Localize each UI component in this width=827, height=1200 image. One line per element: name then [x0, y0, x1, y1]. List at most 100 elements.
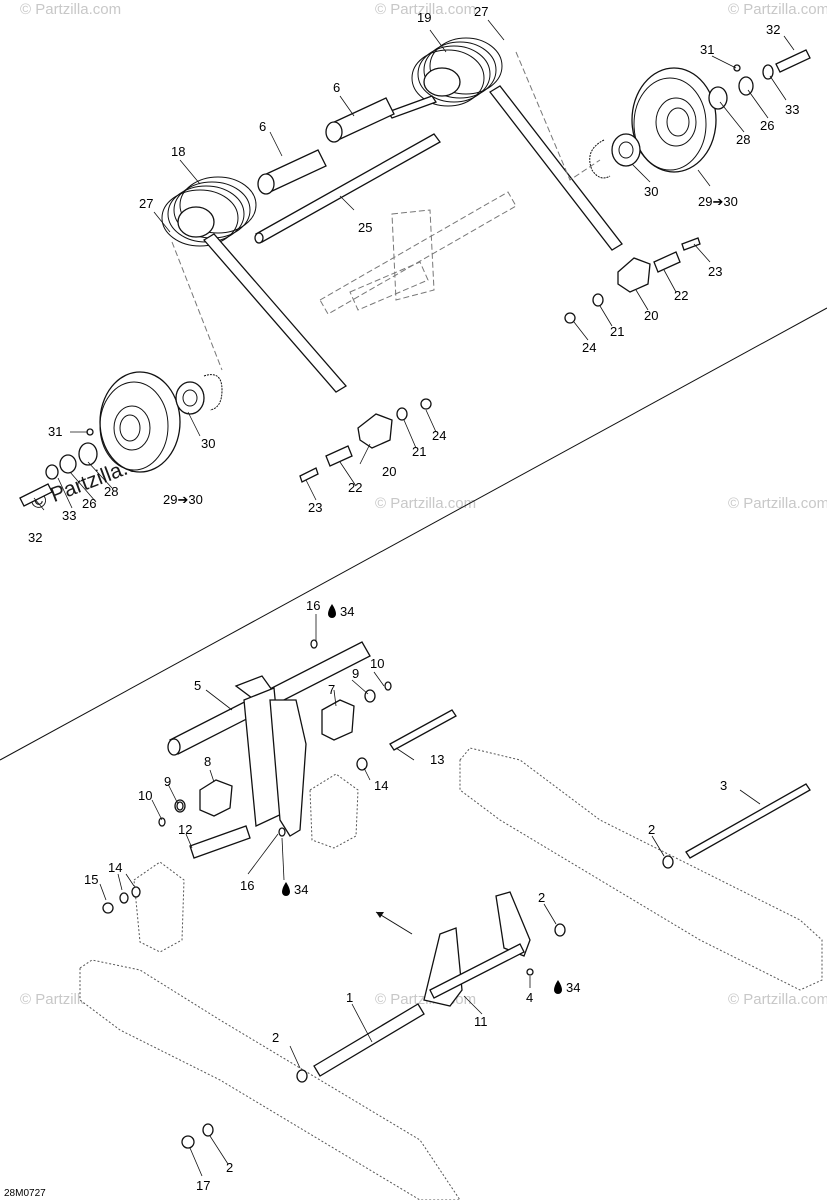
callout-label: 23 — [708, 264, 722, 279]
callout-label: 31 — [48, 424, 62, 439]
upper-assembly — [19, 37, 811, 507]
callout-label: 21 — [412, 444, 426, 459]
callout-label: 27 — [139, 196, 153, 211]
callout-label: 5 — [194, 678, 201, 693]
callout-label: 17 — [196, 1178, 210, 1193]
oil-drop-icon — [282, 882, 290, 896]
callout-label: 2 — [272, 1030, 279, 1045]
callout-label: 26 — [760, 118, 774, 133]
callout-label: 20 — [382, 464, 396, 479]
right-rail — [459, 747, 823, 991]
center-plate — [309, 773, 359, 849]
bolt-13 — [389, 709, 457, 751]
callout-label: 30 — [644, 184, 658, 199]
oil-drop-icon — [328, 604, 336, 618]
callout-label: 14 — [374, 778, 388, 793]
callout-label: 34 — [340, 604, 354, 619]
arrow-head — [376, 912, 384, 918]
bolt-3 — [685, 783, 811, 859]
leader-lines — [33, 19, 795, 1177]
washer-2 — [202, 1123, 214, 1137]
callout-label: 29➔30 — [698, 194, 738, 209]
oil-drop-icon — [554, 980, 562, 994]
callout-label: 16 — [240, 878, 254, 893]
callout-labels: 18 19 27 27 6 6 25 32 31 33 26 28 30 29➔… — [28, 4, 799, 1193]
callout-label: 18 — [171, 144, 185, 159]
callout-label: 27 — [474, 4, 488, 19]
washer-2 — [662, 855, 674, 869]
washer-2 — [296, 1069, 308, 1083]
callout-label: 25 — [358, 220, 372, 235]
callout-label: 13 — [430, 752, 444, 767]
diagram-code: 28M0727 — [4, 1188, 46, 1199]
right-idler-wheel — [589, 49, 811, 179]
callout-label: 33 — [62, 508, 76, 523]
section-divider — [0, 307, 827, 761]
callout-label: 6 — [333, 80, 340, 95]
bracket-11 — [423, 891, 531, 1007]
callout-label: 32 — [766, 22, 780, 37]
left-bracket-hardware — [299, 398, 432, 483]
rod-25 — [255, 133, 441, 243]
left-torsion-spring — [161, 176, 347, 393]
callout-label: 28 — [736, 132, 750, 147]
lower-assembly — [79, 639, 823, 1200]
washer-14 — [131, 886, 141, 898]
callout-label: 19 — [417, 10, 431, 25]
nut-17 — [181, 1135, 195, 1149]
rod-1 — [313, 1003, 425, 1077]
callout-label: 3 — [720, 778, 727, 793]
washer-14 — [119, 892, 129, 904]
callout-label: 28 — [104, 484, 118, 499]
callout-label: 12 — [178, 822, 192, 837]
callout-label: 29➔30 — [163, 492, 203, 507]
callout-label: 2 — [226, 1160, 233, 1175]
callout-label: 26 — [82, 496, 96, 511]
left-plate — [133, 861, 185, 953]
callout-label: 33 — [785, 102, 799, 117]
watermark-text: © Partzilla.com — [728, 1, 827, 18]
callout-label: 20 — [644, 308, 658, 323]
callout-label: 30 — [201, 436, 215, 451]
callout-label: 10 — [138, 788, 152, 803]
right-bracket-hardware — [564, 237, 701, 324]
callout-label: 9 — [352, 666, 359, 681]
callout-label: 16 — [306, 598, 320, 613]
watermark-text: © Partzilla.com — [375, 1, 476, 18]
watermark-text: © Partzilla.com — [728, 991, 827, 1008]
washer-14 — [356, 757, 368, 771]
right-torsion-spring — [387, 37, 623, 251]
callout-label: 22 — [674, 288, 688, 303]
pivot-arm — [167, 639, 376, 859]
callout-label: 22 — [348, 480, 362, 495]
callout-label: 11 — [474, 1014, 488, 1029]
callout-label: 10 — [370, 656, 384, 671]
cross-shaft-outline — [319, 191, 517, 315]
nut-15 — [102, 902, 114, 914]
watermark-text: © Partzilla.com — [20, 1, 121, 18]
callout-label: 9 — [164, 774, 171, 789]
grease-fitting-4 — [526, 968, 534, 976]
direction-arrow — [375, 911, 413, 935]
watermark-text: © Partzilla.com — [728, 495, 827, 512]
callout-label: 4 — [526, 990, 533, 1005]
callout-label: 2 — [648, 822, 655, 837]
callout-label: 2 — [538, 890, 545, 905]
callout-label: 23 — [308, 500, 322, 515]
callout-label: 14 — [108, 860, 122, 875]
callout-label: 34 — [294, 882, 308, 897]
callout-label: 24 — [432, 428, 446, 443]
callout-label: 32 — [28, 530, 42, 545]
oil-drop-icons — [282, 604, 562, 994]
callout-label: 24 — [582, 340, 596, 355]
callout-label: 21 — [610, 324, 624, 339]
washer-2 — [554, 923, 566, 937]
callout-label: 1 — [346, 990, 353, 1005]
watermark-text: © Partzilla.com — [375, 495, 476, 512]
left-rail — [79, 959, 461, 1200]
spacer-sleeve-6 — [257, 97, 395, 195]
callout-label: 15 — [84, 872, 98, 887]
callout-label: 6 — [259, 119, 266, 134]
callout-label: 31 — [700, 42, 714, 57]
